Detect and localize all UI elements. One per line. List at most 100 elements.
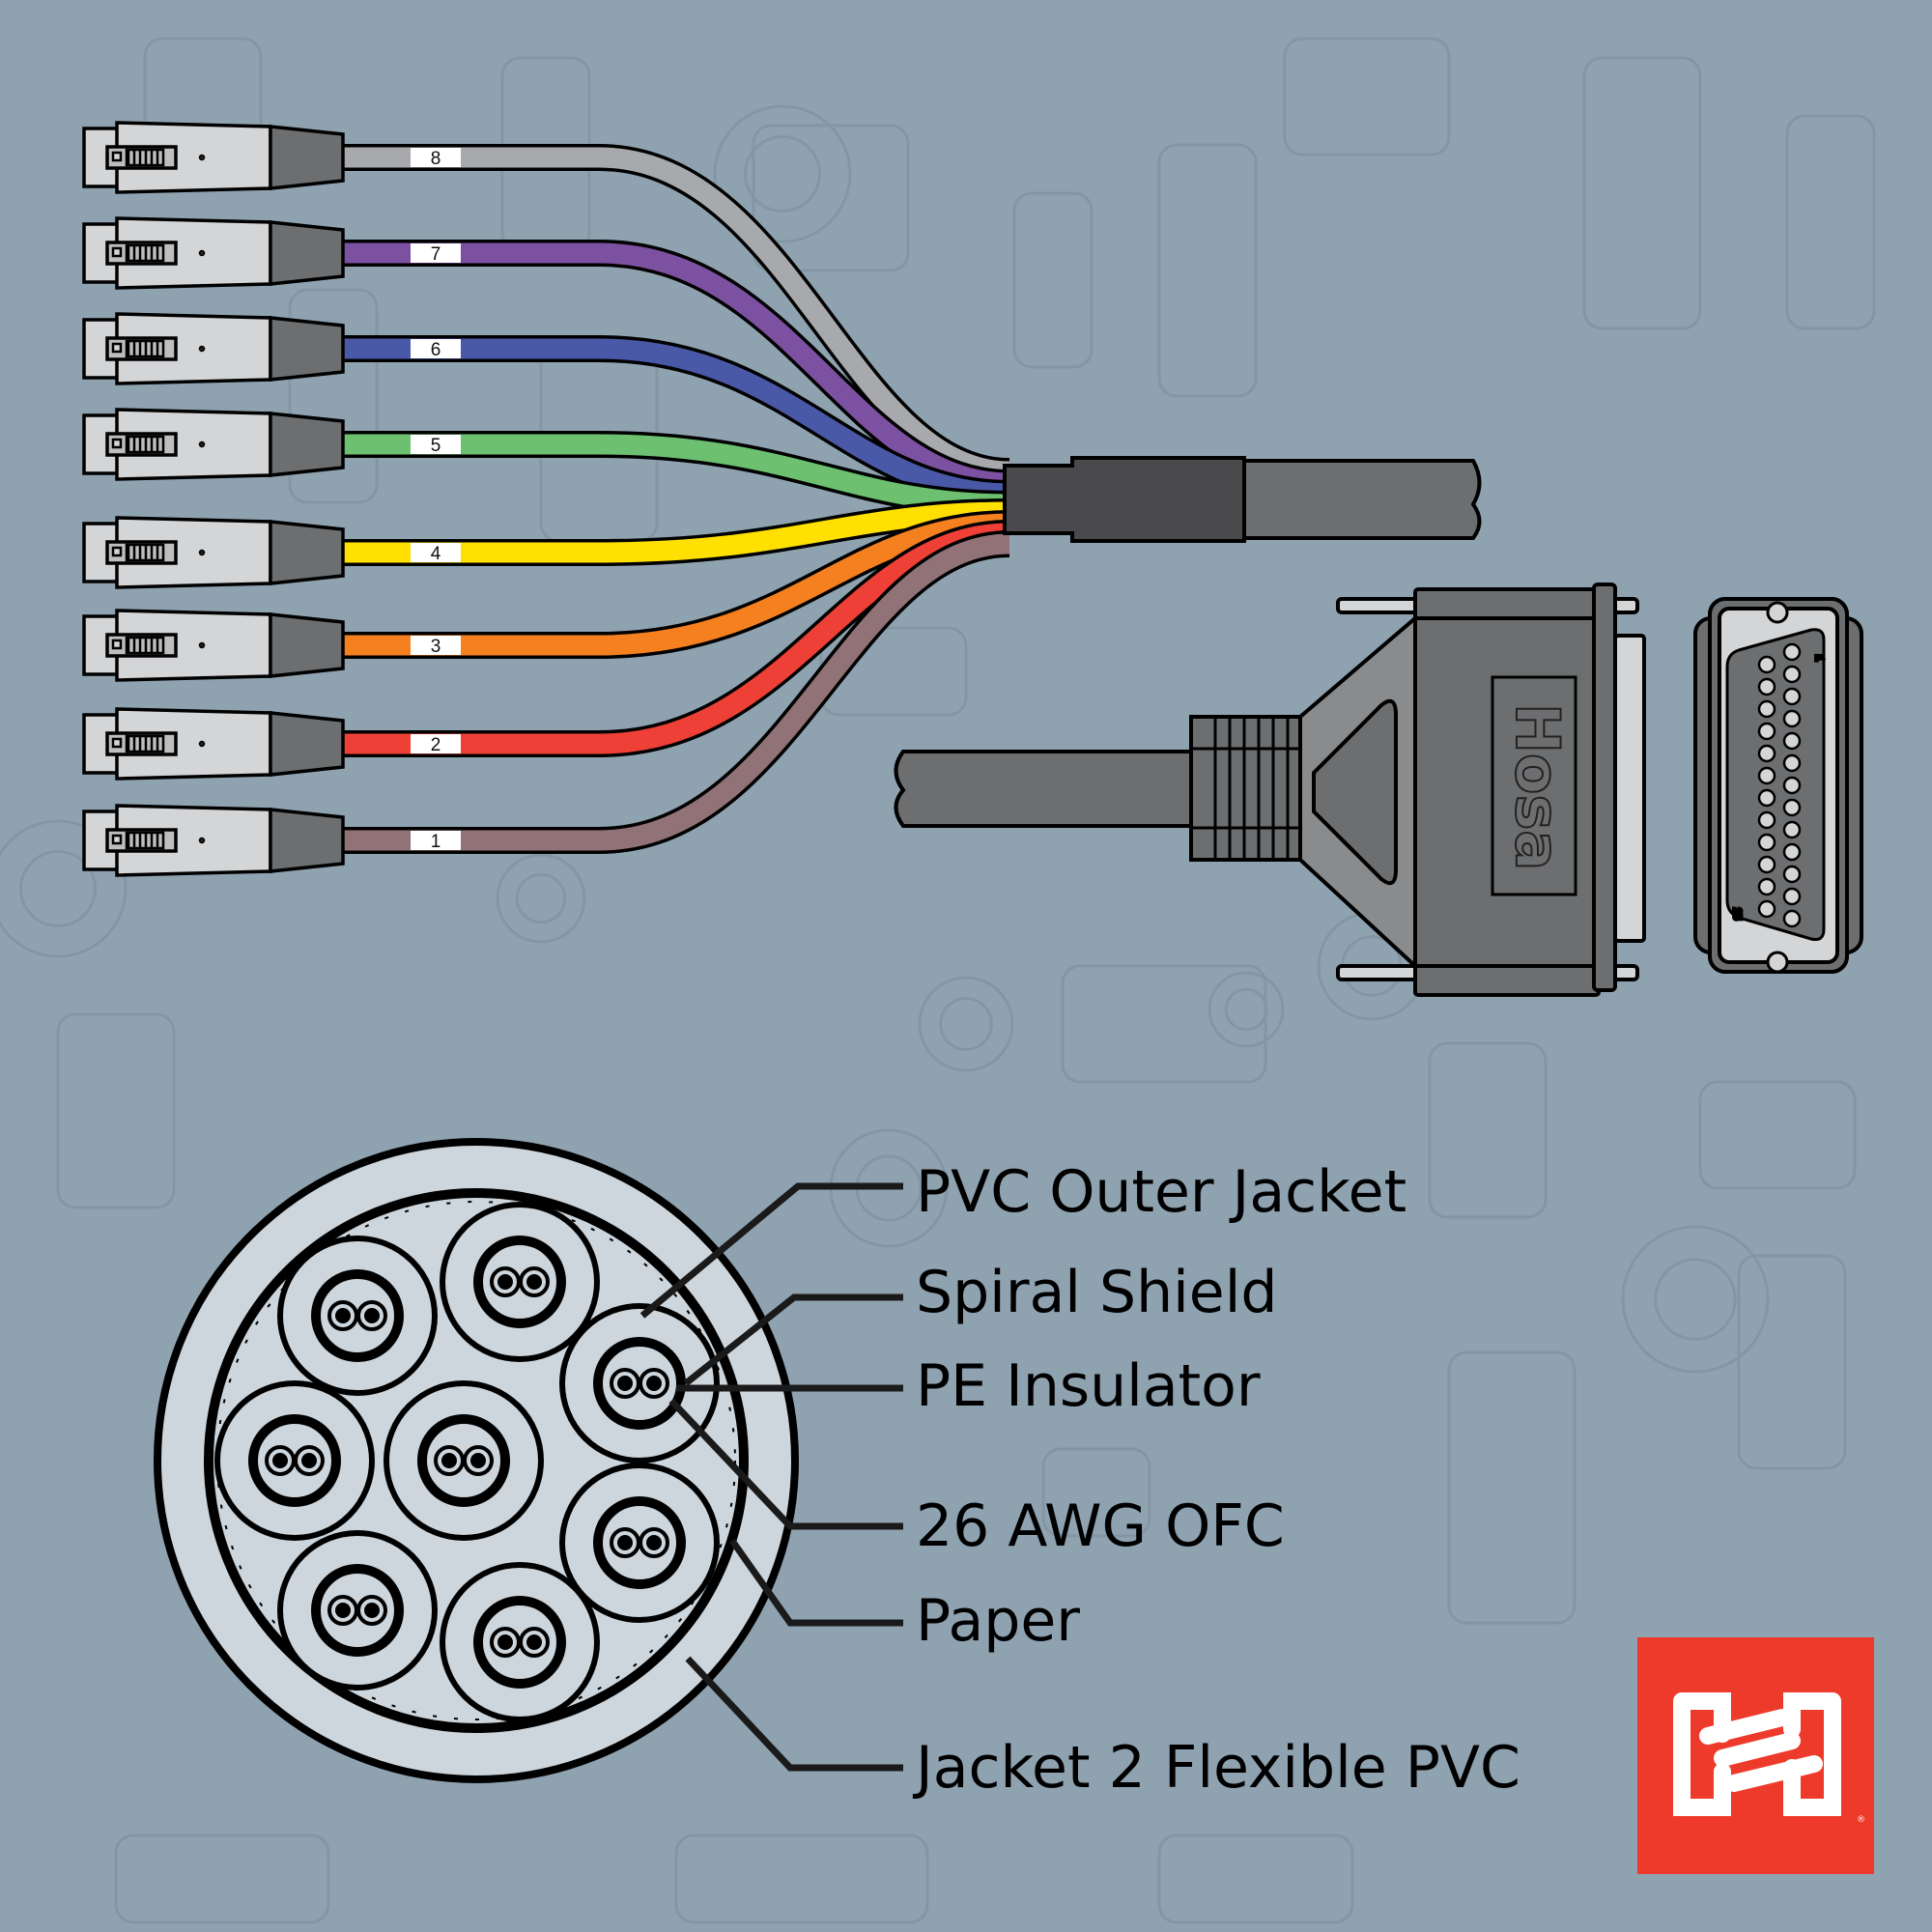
channel-number: 4 (431, 544, 441, 564)
background-shape (744, 135, 821, 213)
xlr-connector-ch1 (82, 804, 345, 877)
xlr-boot (269, 520, 345, 585)
background-shape (1447, 1350, 1577, 1625)
mount-hole-top (1766, 601, 1789, 624)
conductor (646, 1376, 662, 1391)
indicator-dot (198, 549, 206, 556)
wire-ch4 (343, 501, 1010, 563)
db25-pin (1782, 642, 1802, 662)
background-shape (19, 850, 97, 927)
background-shape (1208, 971, 1285, 1048)
background-shape (713, 104, 852, 243)
xlr-connector-ch8 (82, 121, 345, 194)
background-shape (674, 1833, 929, 1924)
channel-number: 8 (431, 149, 441, 169)
xlr-connector-ch2 (82, 707, 345, 781)
db25-pin (1782, 820, 1802, 839)
wire-ch6 (343, 338, 1010, 504)
background-shape (1621, 1225, 1770, 1374)
wire-ch2 (343, 523, 1010, 754)
wire-ch7 (343, 242, 1010, 494)
channel-tag-2: 2 (411, 734, 461, 755)
db25-pin (1782, 865, 1802, 884)
db25-pin-array (1757, 642, 1802, 928)
label-pe-insulator: PE Insulator (916, 1352, 1261, 1420)
twisted-pair (277, 1236, 438, 1396)
conductor (364, 1603, 380, 1618)
db25-pin (1782, 731, 1802, 751)
db25-pin (1782, 842, 1802, 862)
channel-tag-3: 3 (411, 636, 461, 657)
twisted-pair (559, 1463, 720, 1623)
cross-section-labels: PVC Outer Jacket Spiral Shield PE Insula… (912, 1158, 1520, 1802)
background-shape (1428, 1041, 1548, 1219)
leader-spiral-shield (683, 1293, 903, 1386)
db25-pin (1757, 833, 1776, 852)
background-shape (1061, 964, 1267, 1084)
twisted-pair (384, 1380, 544, 1541)
indicator-dot (198, 740, 206, 748)
channel-number: 3 (431, 637, 441, 657)
wire-ch8 (343, 147, 1010, 482)
xlr-boot (269, 412, 345, 477)
db25-pin (1782, 776, 1802, 795)
xlr-connector-ch7 (82, 216, 345, 290)
background-shape (1012, 191, 1094, 369)
db25-pin (1782, 753, 1802, 773)
db25-pin (1757, 744, 1776, 763)
pin-label-first: 1 (1813, 655, 1825, 661)
db25-face: 1 25 (1693, 597, 1863, 974)
conductor (335, 1603, 351, 1618)
logo-mark-right (1783, 1692, 1841, 1816)
channel-number: 1 (431, 832, 441, 852)
db25-pin (1757, 877, 1776, 896)
channel-tag-6: 6 (411, 339, 461, 360)
background-shape (114, 1833, 330, 1924)
label-paper: Paper (916, 1587, 1080, 1655)
shell-tongue (1613, 634, 1646, 943)
conductor (646, 1535, 662, 1550)
pin-shell (1725, 628, 1826, 941)
db25-pin (1757, 899, 1776, 919)
twisted-pair (440, 1562, 600, 1722)
indicator-dot (198, 249, 206, 257)
logo-mark-left (1673, 1692, 1731, 1816)
db25-pin (1757, 699, 1776, 719)
xlr-connector-ch3 (82, 609, 345, 682)
leader-jacket2 (685, 1656, 903, 1772)
xlr-boot (269, 220, 345, 286)
twisted-pair (440, 1202, 600, 1362)
background-shape (56, 1012, 176, 1209)
channel-number: 6 (431, 340, 441, 360)
xlr-connector-group (82, 121, 345, 877)
indicator-dot (198, 440, 206, 448)
logo-bar-mid (1714, 1732, 1801, 1767)
hosa-logo: ® (1637, 1637, 1874, 1874)
xlr-boot (269, 316, 345, 382)
background-shape (918, 976, 1014, 1072)
channel-tag-5: 5 (411, 435, 461, 456)
mount-hole-bottom (1766, 951, 1789, 974)
background-shape (0, 819, 128, 958)
xlr-connector-ch4 (82, 516, 345, 589)
background-shape (1737, 1254, 1847, 1470)
db25-pin (1782, 798, 1802, 817)
conductor (441, 1453, 457, 1468)
conductor (301, 1453, 317, 1468)
conductor (272, 1453, 288, 1468)
label-jacket2-flexible-pvc: Jacket 2 Flexible PVC (912, 1734, 1520, 1802)
main-cable-bottom (894, 750, 1200, 828)
leader-26awg-ofc (668, 1398, 903, 1530)
xlr-boot (269, 125, 345, 190)
conductor (497, 1634, 513, 1650)
xlr-boot (269, 808, 345, 873)
leader-lines (639, 1182, 903, 1772)
flange (1592, 582, 1617, 992)
label-26awg-ofc: 26 AWG OFC (916, 1492, 1285, 1560)
cable-cross-section (154, 1138, 799, 1783)
background-shape (1157, 1833, 1354, 1924)
conductor (617, 1535, 633, 1550)
db25-connector: Hosa (894, 582, 1646, 997)
xlr-connector-ch5 (82, 408, 345, 481)
